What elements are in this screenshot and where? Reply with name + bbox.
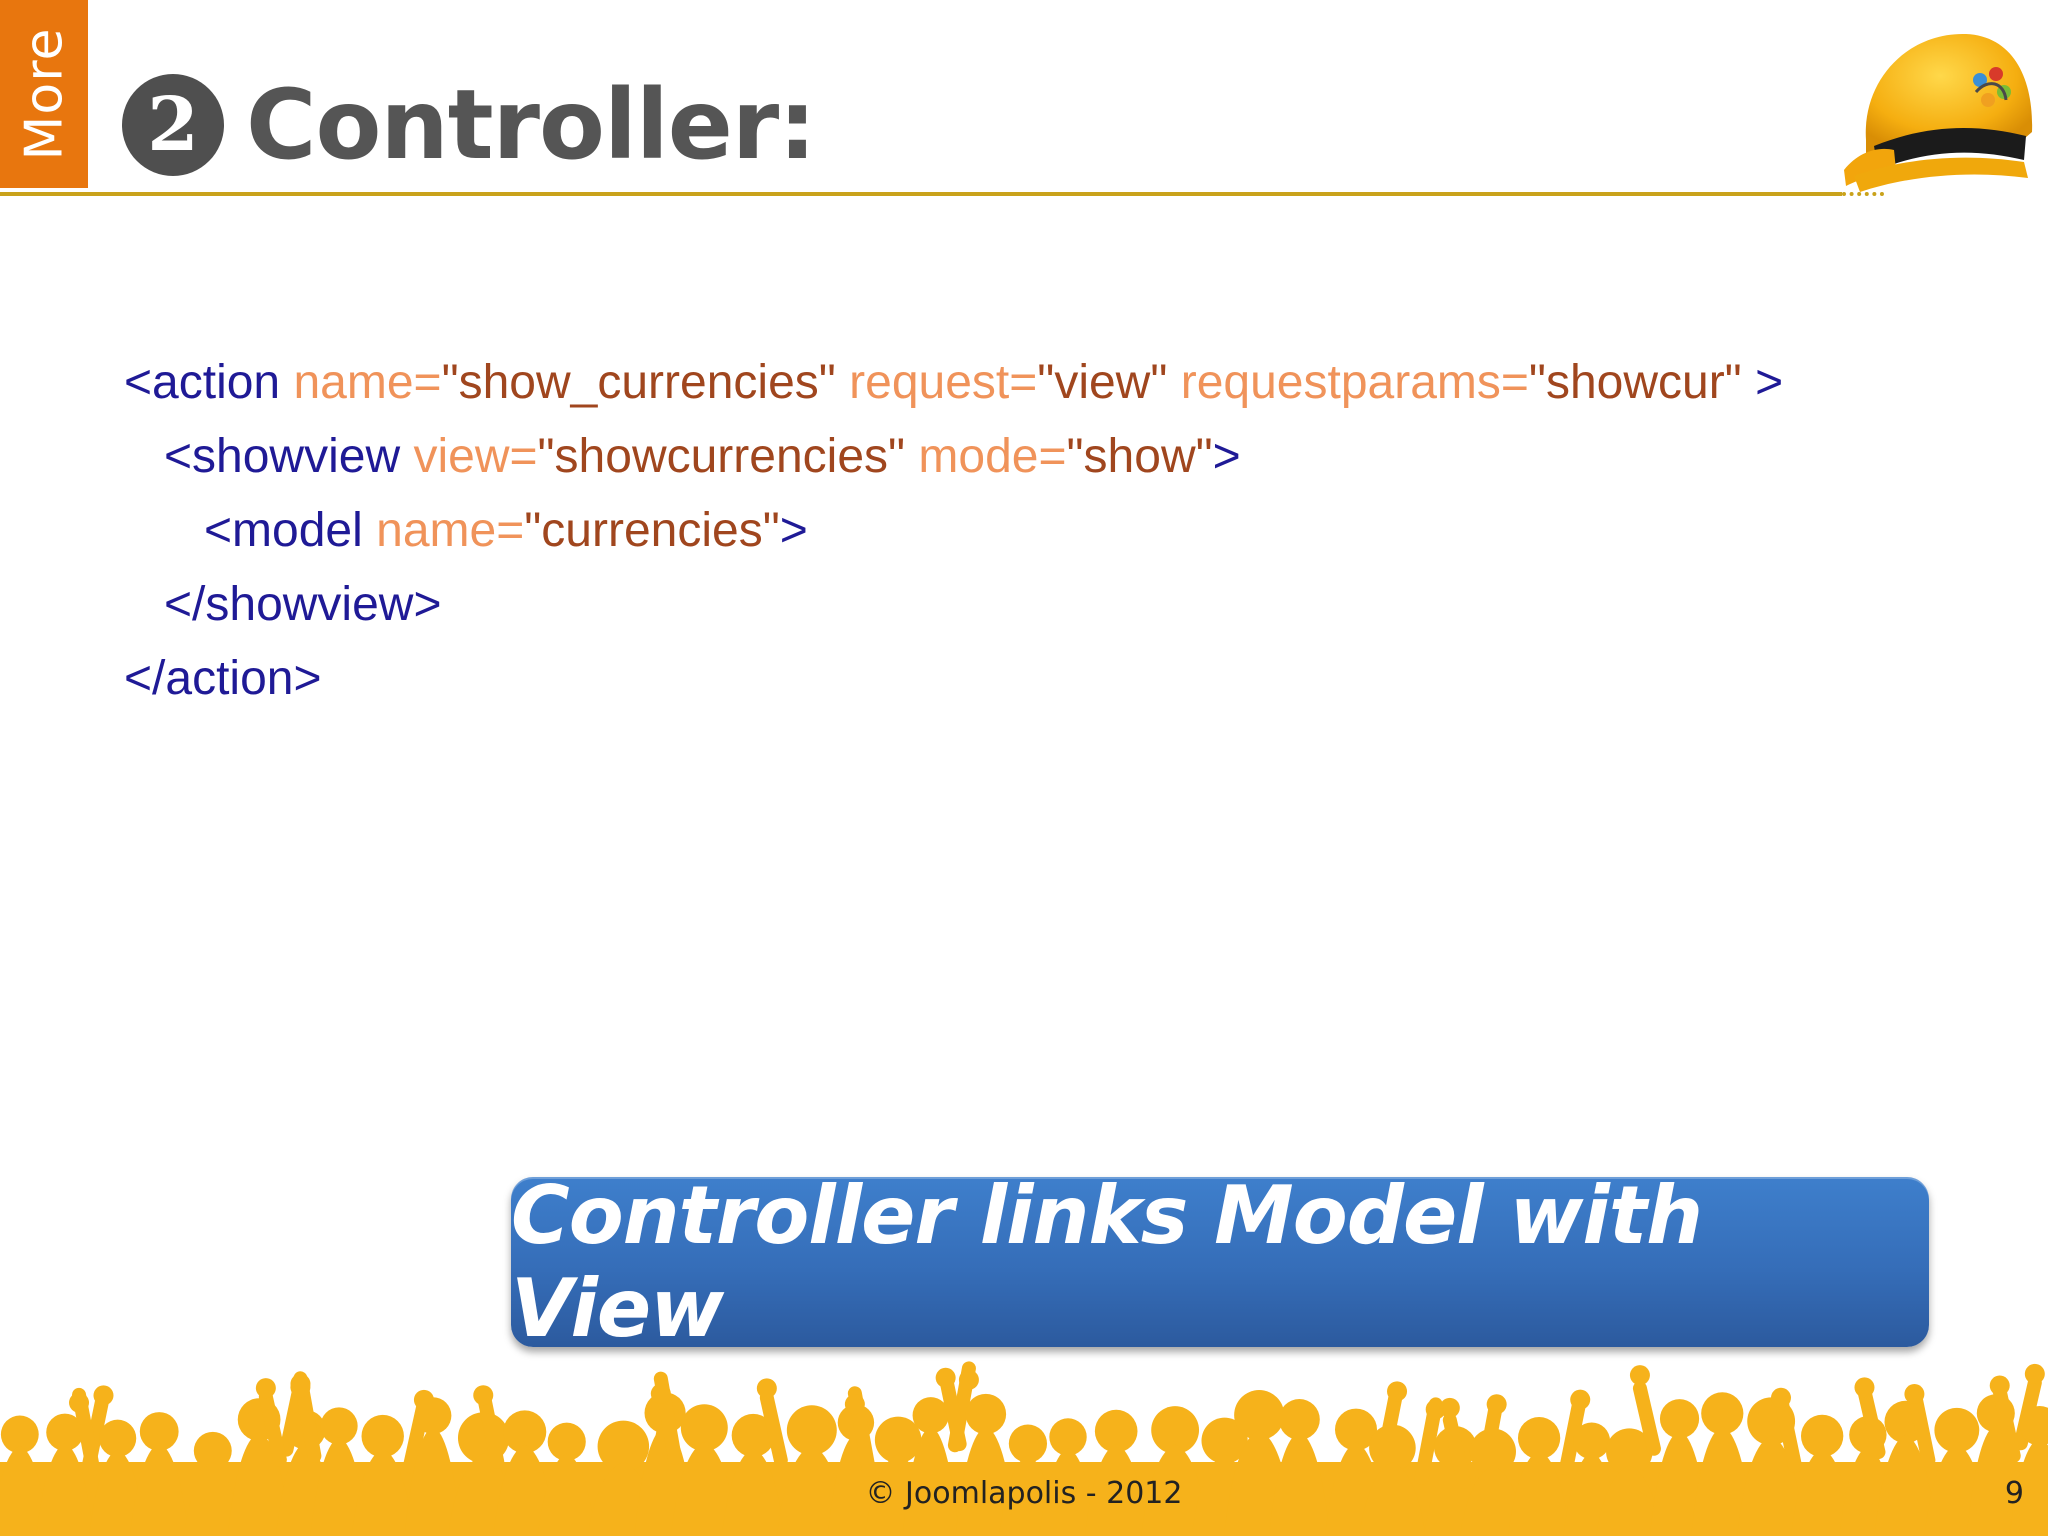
code-token-val: "showcurrencies" (537, 430, 919, 483)
code-token-val: "show_currencies" (441, 356, 850, 409)
code-token-attr: mode= (918, 430, 1067, 483)
code-token-val: "currencies" (524, 504, 780, 557)
code-token-val: "showcur" (1528, 356, 1756, 409)
title-divider-dots (1842, 192, 1884, 196)
code-token-tag: > (779, 504, 808, 557)
title-divider (0, 192, 1842, 196)
step-number-badge: 2 (122, 74, 224, 176)
code-token-attr: requestparams= (1180, 356, 1529, 409)
code-line: <action name="show_currencies" request="… (124, 346, 1783, 420)
hard-hat-logo-icon (1844, 33, 2033, 192)
code-token-val: "view" (1037, 356, 1181, 409)
xml-code-block: <action name="show_currencies" request="… (124, 346, 1783, 716)
page-number: 9 (2004, 1476, 2024, 1511)
banner-text: Controller links Model with View (511, 1169, 1703, 1355)
code-line: </action> (124, 642, 1783, 716)
footer-copyright: © Joomlapolis - 2012 (865, 1476, 1183, 1511)
page-title: Controller: (246, 69, 817, 181)
code-token-tag: </showview> (124, 578, 442, 631)
code-line: <showview view="showcurrencies" mode="sh… (124, 420, 1783, 494)
code-line: <model name="currencies"> (124, 494, 1783, 568)
code-line: </showview> (124, 568, 1783, 642)
code-token-tag: <action (124, 356, 294, 409)
code-token-attr: name= (376, 504, 525, 557)
code-token-attr: view= (413, 430, 538, 483)
more-tab-label: More (14, 27, 75, 161)
summary-banner: Controller links Model with View (511, 1169, 1929, 1355)
code-token-tag: > (1755, 356, 1784, 409)
code-token-val: "show" (1066, 430, 1213, 483)
code-token-tag: > (1212, 430, 1241, 483)
code-token-tag: </action> (124, 652, 322, 705)
slide-title: 2 Controller: (122, 60, 817, 190)
code-token-attr: request= (849, 356, 1038, 409)
code-token-attr: name= (293, 356, 442, 409)
more-side-tab: More (0, 0, 88, 188)
code-token-tag: <showview (124, 430, 414, 483)
crowd-silhouette-icon (0, 1361, 2048, 1536)
code-token-tag: <model (124, 504, 377, 557)
